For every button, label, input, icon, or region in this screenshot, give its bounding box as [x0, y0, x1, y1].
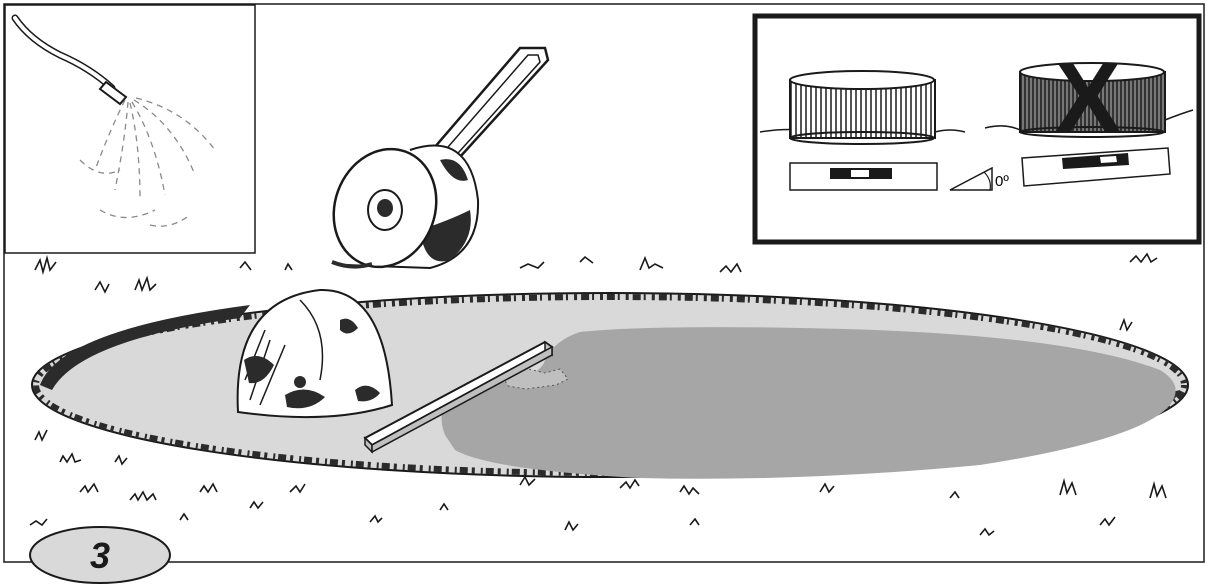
spirit-level-tilted-icon [1021, 147, 1171, 187]
step-badge: 3 [29, 526, 171, 584]
level-board-icon [363, 340, 554, 454]
water-spray [79, 97, 216, 227]
incorrect-mark: X [1055, 42, 1122, 154]
step-number: 3 [90, 535, 110, 576]
sand-mound-icon [236, 288, 394, 419]
water-hose-icon [11, 14, 128, 106]
site-grass-rim [33, 294, 1187, 476]
angle-label: 0º [995, 173, 1009, 190]
pool-level-icon [759, 70, 966, 145]
level-check-inset: 0º X [752, 13, 1202, 245]
angle-icon: 0º [949, 166, 1009, 191]
spirit-level-icon [789, 162, 938, 191]
pool-tilted-icon: X [984, 42, 1194, 154]
dark-rim-left [40, 305, 250, 390]
grass-tufts [29, 252, 1167, 537]
hose-inset [4, 4, 256, 254]
leveled-area [441, 327, 1176, 479]
leveled-site [31, 292, 1189, 479]
lawn-roller-icon [331, 46, 550, 270]
